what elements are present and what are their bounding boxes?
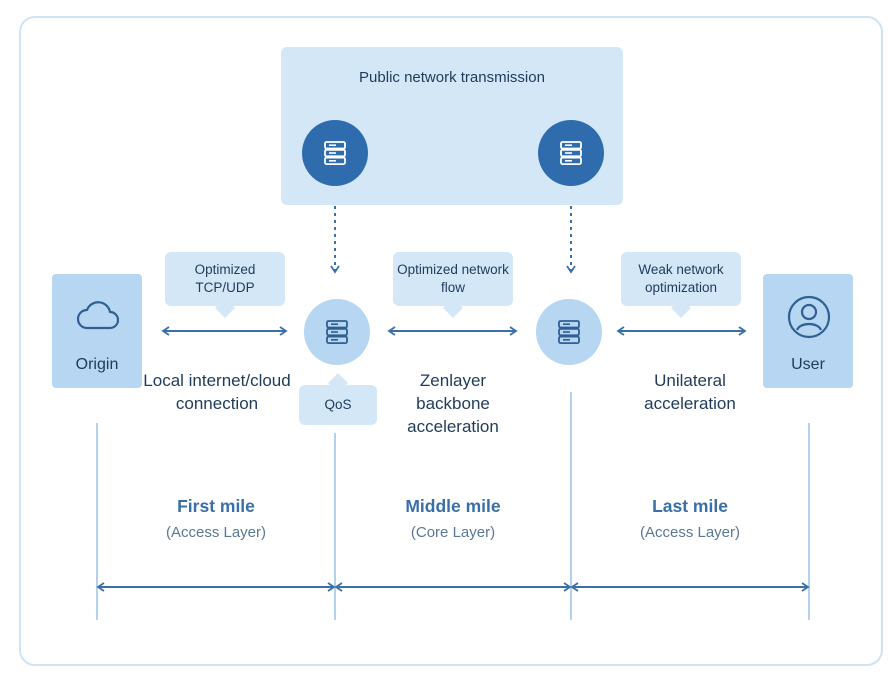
bubble-qos: QoS	[299, 385, 377, 425]
public-node-right	[538, 120, 604, 186]
public-network-title: Public network transmission	[359, 69, 545, 86]
mile-last: Last mile	[652, 496, 728, 516]
edge-node-right	[536, 299, 602, 365]
mile-middle: Middle mile	[405, 496, 501, 516]
bubble-flow: Optimized network flow	[393, 252, 513, 306]
user-box: User	[763, 274, 853, 388]
segment-middle: Zenlayer backbone acceleration	[407, 371, 499, 436]
segment-last: Unilateral acceleration	[644, 371, 736, 413]
server-icon	[326, 320, 348, 345]
server-icon	[558, 320, 580, 345]
bubble-weak: Weak network optimization	[621, 252, 741, 306]
segment-first: Local internet/cloud connection	[143, 371, 291, 413]
cloud-icon	[76, 301, 120, 330]
public-node-left	[302, 120, 368, 186]
user-icon	[787, 295, 831, 339]
layer-last: (Access Layer)	[639, 524, 741, 541]
layer-first: (Access Layer)	[165, 524, 267, 541]
edge-node-left	[304, 299, 370, 365]
server-icon	[324, 141, 346, 166]
origin-label: Origin	[75, 356, 119, 373]
layer-middle: (Core Layer)	[410, 524, 496, 541]
mile-first: First mile	[177, 496, 255, 516]
bubble-tcp: Optimized TCP/UDP	[165, 252, 285, 306]
server-icon	[560, 141, 582, 166]
user-label: User	[791, 356, 825, 373]
origin-box: Origin	[52, 274, 142, 388]
